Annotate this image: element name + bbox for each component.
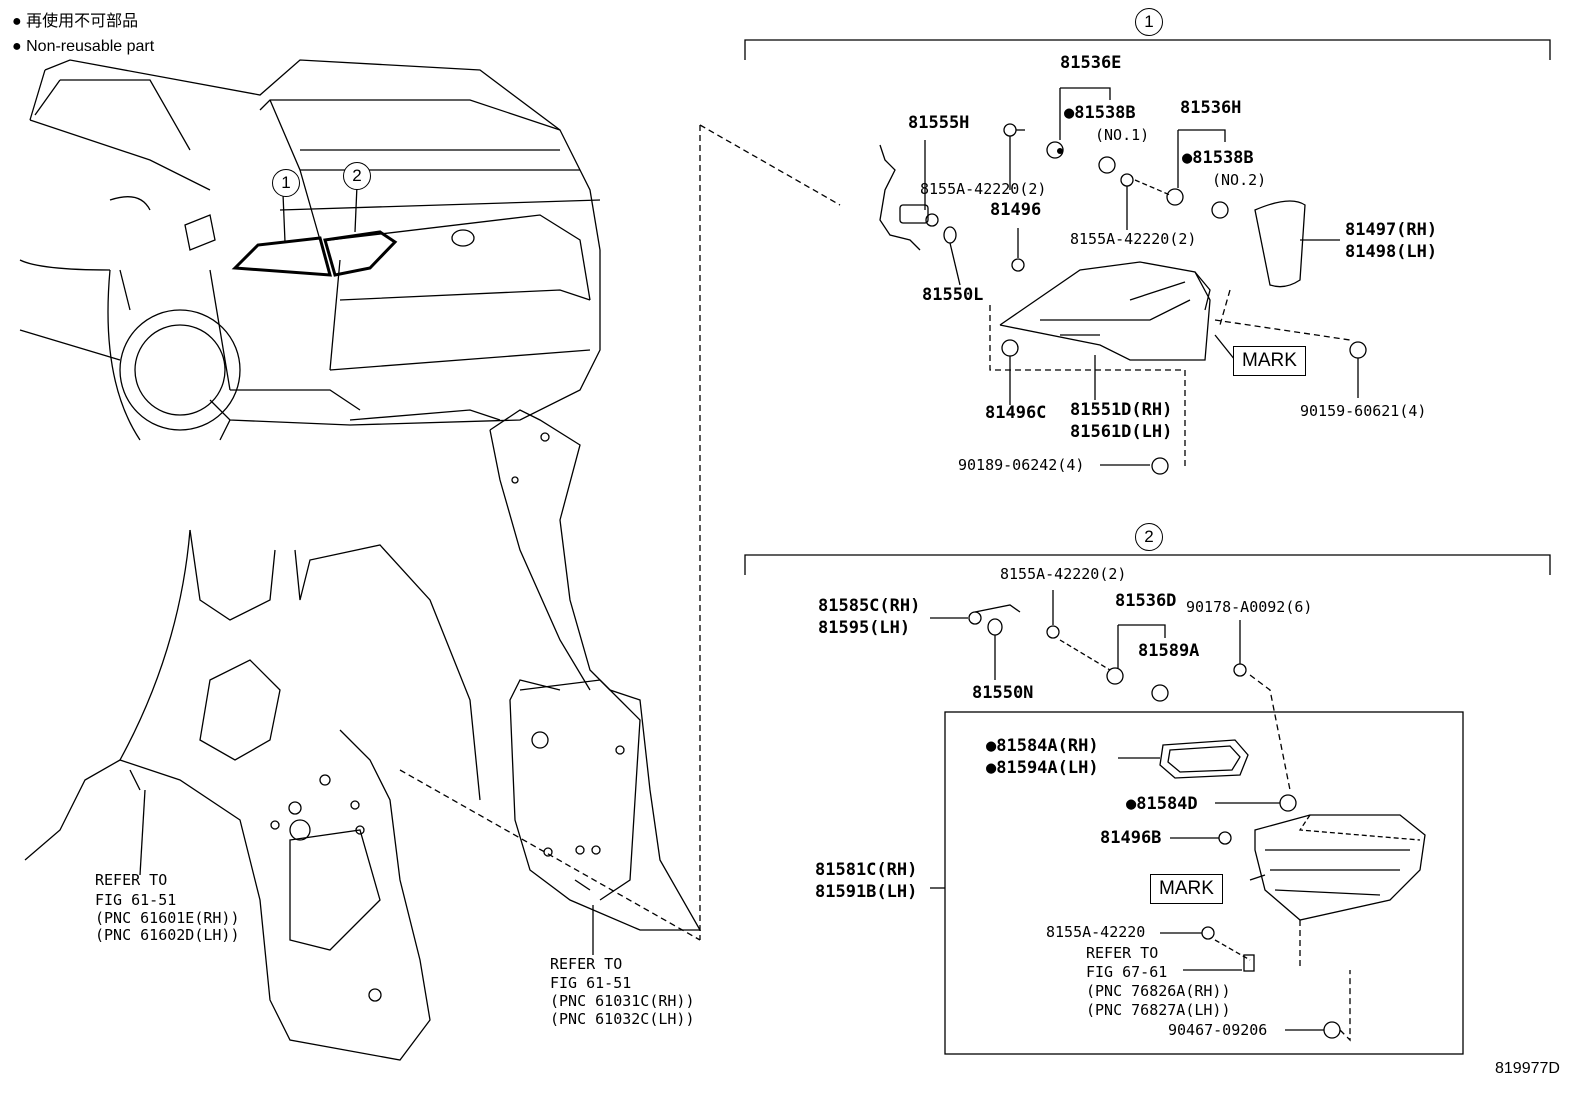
- part-81498-lh[interactable]: 81498(LH): [1345, 242, 1438, 262]
- part-81536H[interactable]: 81536H: [1180, 98, 1242, 118]
- car-callout-1[interactable]: 1: [272, 169, 300, 197]
- part-8155A-42220-b[interactable]: 8155A-42220(2): [1070, 230, 1197, 248]
- part-90189-06242[interactable]: 90189-06242(4): [958, 456, 1085, 474]
- refer-pnc-76826A: (PNC 76826A(RH)): [1086, 982, 1231, 1000]
- refer-pnc-61031C: (PNC 61031C(RH)): [550, 992, 695, 1010]
- part-note-no1: (NO.1): [1095, 126, 1150, 144]
- group2-parts: [930, 590, 1464, 1055]
- refer-pnc-76827A: (PNC 76827A(LH)): [1086, 1001, 1231, 1019]
- part-81584D[interactable]: ●81584D: [1126, 794, 1198, 814]
- group-callout-1[interactable]: 1: [1135, 8, 1163, 36]
- quarter-panel-illustration: [24, 529, 481, 1061]
- refer-pnc-61602D: (PNC 61602D(LH)): [95, 926, 240, 944]
- part-90159-60621[interactable]: 90159-60621(4): [1300, 402, 1427, 420]
- group1-parts: [879, 87, 1367, 475]
- part-81538B-no2[interactable]: ●81538B: [1182, 148, 1254, 168]
- group-callout-2[interactable]: 2: [1135, 523, 1163, 551]
- refer-fig-67-61[interactable]: FIG 67-61: [1086, 963, 1168, 981]
- car-rear-illustration: [19, 59, 601, 441]
- part-81555H[interactable]: 81555H: [908, 113, 970, 133]
- part-81496[interactable]: 81496: [990, 200, 1042, 220]
- part-81536D[interactable]: 81536D: [1115, 591, 1177, 611]
- legend-japanese: ● 再使用不可部品: [12, 13, 139, 30]
- part-81538B-no1[interactable]: ●81538B: [1064, 103, 1136, 123]
- refer-to-label-g2: REFER TO: [1086, 944, 1159, 962]
- part-81585C-rh[interactable]: 81585C(RH): [818, 596, 921, 616]
- refer-fig-61-51-mid[interactable]: FIG 61-51: [550, 974, 632, 992]
- part-81550L[interactable]: 81550L: [922, 285, 984, 305]
- part-81496C[interactable]: 81496C: [985, 403, 1047, 423]
- pillar-panel-illustration: [399, 409, 702, 955]
- refer-pnc-61601E: (PNC 61601E(RH)): [95, 909, 240, 927]
- car-callout-2[interactable]: 2: [343, 162, 371, 190]
- part-81595-lh[interactable]: 81595(LH): [818, 618, 911, 638]
- refer-fig-61-51-left[interactable]: FIG 61-51: [95, 891, 177, 909]
- part-8155A-42220-c[interactable]: 8155A-42220(2): [1000, 565, 1127, 583]
- part-81551D-rh[interactable]: 81551D(RH): [1070, 400, 1173, 420]
- mark-label-1: MARK: [1233, 346, 1306, 376]
- legend-english: ● Non-reusable part: [12, 38, 155, 55]
- part-81561D-lh[interactable]: 81561D(LH): [1070, 422, 1173, 442]
- part-90467-09206[interactable]: 90467-09206: [1168, 1021, 1268, 1039]
- refer-to-label-left: REFER TO: [95, 871, 168, 889]
- part-81497-rh[interactable]: 81497(RH): [1345, 220, 1438, 240]
- part-8155A-42220-d[interactable]: 8155A-42220: [1046, 923, 1146, 941]
- part-81550N[interactable]: 81550N: [972, 683, 1034, 703]
- refer-pnc-61032C: (PNC 61032C(LH)): [550, 1010, 695, 1028]
- part-81536E[interactable]: 81536E: [1060, 53, 1122, 73]
- part-90178-A0092[interactable]: 90178-A0092(6): [1186, 598, 1313, 616]
- part-81581C-rh[interactable]: 81581C(RH): [815, 860, 918, 880]
- part-81591B-lh[interactable]: 81591B(LH): [815, 882, 918, 902]
- part-8155A-42220-a[interactable]: 8155A-42220(2): [920, 180, 1047, 198]
- part-81496B[interactable]: 81496B: [1100, 828, 1162, 848]
- figure-number: 819977D: [1495, 1060, 1560, 1077]
- part-note-no2: (NO.2): [1212, 171, 1267, 189]
- part-81589A[interactable]: 81589A: [1138, 641, 1200, 661]
- refer-to-label-mid: REFER TO: [550, 955, 623, 973]
- part-81584A-rh[interactable]: ●81584A(RH): [986, 736, 1099, 756]
- part-81594A-lh[interactable]: ●81594A(LH): [986, 758, 1099, 778]
- mark-label-2: MARK: [1150, 874, 1223, 904]
